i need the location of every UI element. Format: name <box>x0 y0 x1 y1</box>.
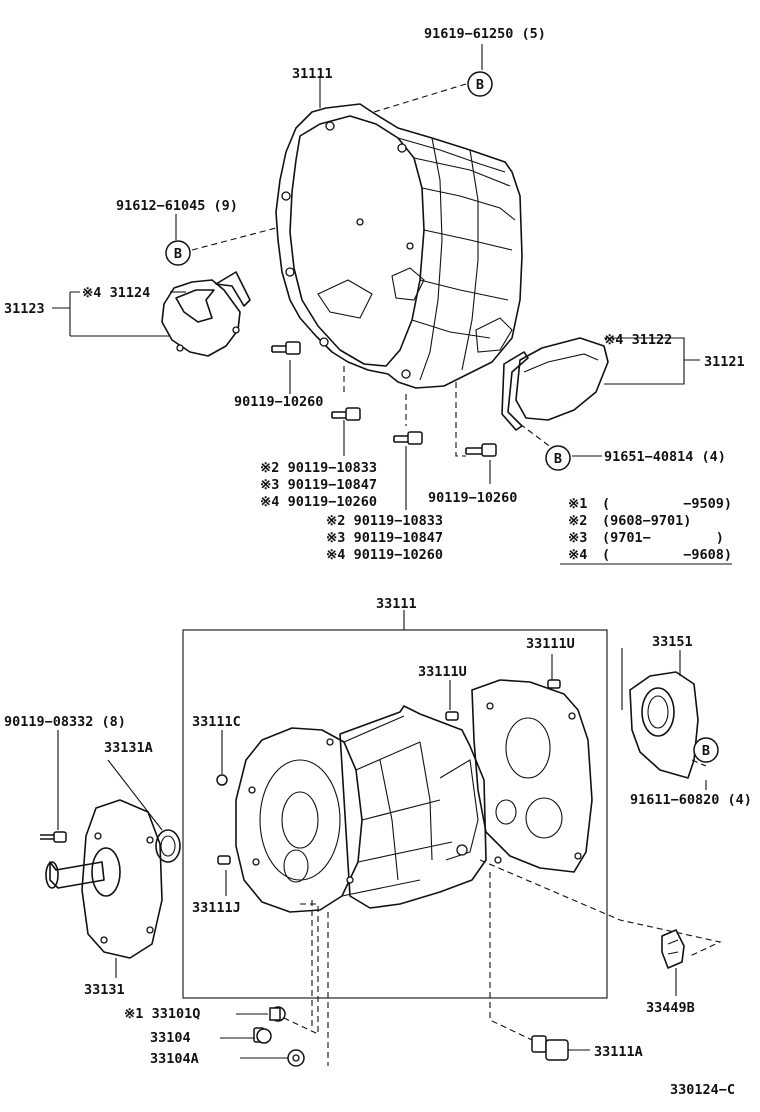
left-dust-cover <box>161 271 251 357</box>
label-31111: 31111 <box>292 66 333 82</box>
note-range: (9608−9701) <box>602 513 691 529</box>
label-91611-60820: 91611−60820 (4) <box>630 792 752 808</box>
note-mark: ※3 <box>568 530 587 546</box>
gasket-icon <box>287 1049 305 1067</box>
label-91612-61045: 91612−61045 (9) <box>116 198 238 214</box>
label-33104: 33104 <box>150 1030 191 1046</box>
label-line: ※2 90119−10833 <box>326 513 443 529</box>
drain-plug-icon <box>531 1035 569 1061</box>
transmission-case <box>235 705 487 913</box>
label-31123: 31123 <box>4 301 45 317</box>
label-33111u-mid: 33111U <box>418 664 467 680</box>
pin-icon <box>216 774 228 786</box>
label-90119-08332: 90119−08332 (8) <box>4 714 126 730</box>
lower-leader-lines <box>57 650 722 1066</box>
breather-plug-icon <box>269 1006 286 1022</box>
callout-letter: B <box>476 77 484 93</box>
label-90119-10260-a: 90119−10260 <box>234 394 323 410</box>
label-33131a: 33131A <box>104 740 153 756</box>
label-33104a: 33104A <box>150 1051 199 1067</box>
label-line: ※3 90119−10847 <box>326 530 443 546</box>
note-mark: ※2 <box>568 513 587 529</box>
clutch-housing <box>275 103 523 389</box>
callout-b-top: B <box>467 71 493 97</box>
label-31124: ※4 31124 <box>82 285 150 301</box>
bolt-icon <box>465 443 497 457</box>
case-rear-plate <box>471 679 593 873</box>
label-line: ※3 90119−10847 <box>260 477 377 493</box>
note-range: ( −9509) <box>602 496 732 512</box>
callout-b-lower: B <box>693 737 719 763</box>
upper-bolts <box>271 341 497 457</box>
label-91651-40814: 91651−40814 (4) <box>604 449 726 465</box>
note-mark: ※4 <box>568 547 587 563</box>
bolt-icon <box>393 431 423 445</box>
label-90119-10260-b: 90119−10260 <box>428 490 517 506</box>
bolt-mid-a-lines: ※2 90119−10833 ※3 90119−10847 ※4 90119−1… <box>260 460 377 510</box>
label-33131: 33131 <box>84 982 125 998</box>
lower-plugs <box>253 1006 569 1067</box>
label-line: ※4 90119−10260 <box>260 494 377 510</box>
label-33101q: ※1 33101Q <box>124 1006 200 1022</box>
figure-code: 330124−C <box>670 1082 735 1098</box>
dowel-pin-icon <box>217 855 231 865</box>
front-bearing-retainer <box>45 799 163 959</box>
callout-letter: B <box>554 451 562 467</box>
dowel-pin-icon <box>547 679 561 689</box>
label-31121: 31121 <box>704 354 745 370</box>
label-33111a: 33111A <box>594 1044 643 1060</box>
front-oil-seal <box>155 829 181 863</box>
label-line: ※4 90119−10260 <box>326 547 443 563</box>
callout-b-left: B <box>165 240 191 266</box>
bolt-icon <box>271 341 301 355</box>
bolt-icon <box>331 407 361 421</box>
label-91619-61250: 91619−61250 (5) <box>424 26 546 42</box>
label-33111c: 33111C <box>192 714 241 730</box>
label-33449b: 33449B <box>646 1000 695 1016</box>
bolt-mid-b-lines: ※2 90119−10833 ※3 90119−10847 ※4 90119−1… <box>326 513 443 563</box>
note-range: (9701− ) <box>602 530 724 546</box>
label-33151: 33151 <box>652 634 693 650</box>
callout-b-right: B <box>545 445 571 471</box>
case-pins <box>216 679 561 865</box>
upper-leader-lines <box>52 44 732 565</box>
label-33111: 33111 <box>376 596 417 612</box>
dowel-pin-icon <box>445 711 459 721</box>
speedometer-clip <box>661 929 685 969</box>
callout-letter: B <box>702 743 710 759</box>
plug-icon <box>253 1027 272 1044</box>
bolt-icon <box>40 831 67 843</box>
label-31122: ※4 31122 <box>604 332 672 348</box>
rear-seal-retainer <box>621 648 699 779</box>
label-33111j: 33111J <box>192 900 241 916</box>
right-dust-cover <box>501 337 609 431</box>
note-range: ( −9608) <box>602 547 732 563</box>
note-mark: ※1 <box>568 496 587 512</box>
case-group-box <box>182 629 608 999</box>
callout-letter: B <box>174 246 182 262</box>
label-33111u-right: 33111U <box>526 636 575 652</box>
applicability-notes: ※1 ( −9509) ※2 (9608−9701) ※3 (9701− ) ※… <box>568 496 732 563</box>
label-line: ※2 90119−10833 <box>260 460 377 476</box>
